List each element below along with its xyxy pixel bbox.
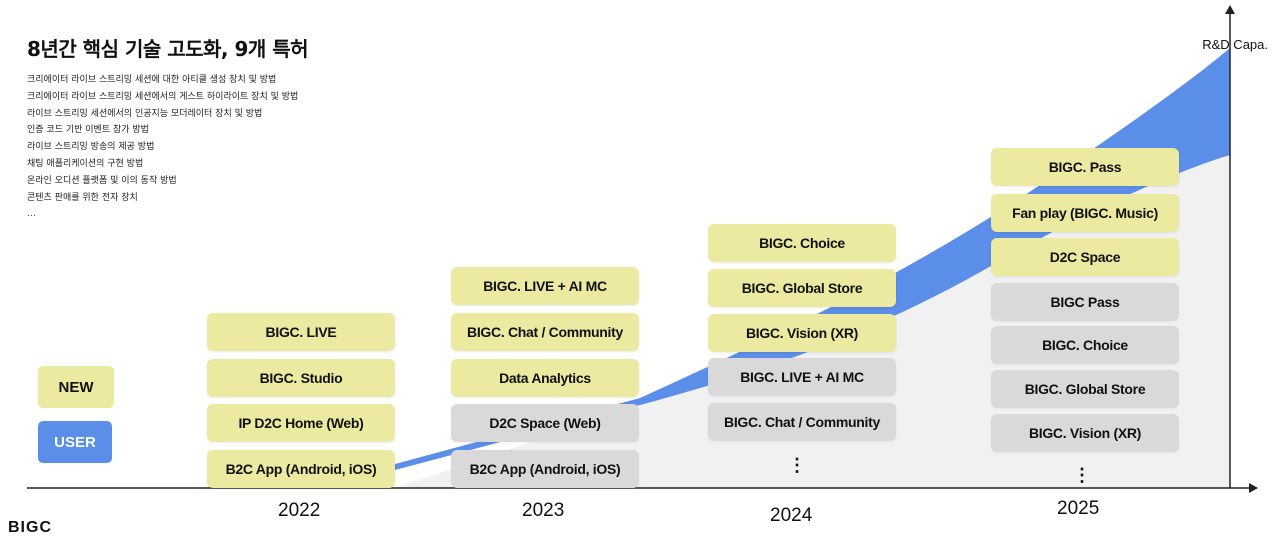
feature-box-new: Fan play (BIGC. Music) bbox=[991, 194, 1179, 232]
page-title: 8년간 핵심 기술 고도화, 9개 특허 bbox=[27, 37, 309, 61]
patent-item: 라이브 스트리밍 방송의 제공 방법 bbox=[27, 142, 155, 153]
feature-box-new: Data Analytics bbox=[451, 359, 639, 397]
patent-item: 크리에이터 라이브 스트리밍 세션에 대한 아티클 생성 장치 및 방법 bbox=[27, 75, 277, 85]
brand-logo-text: BIGC bbox=[8, 519, 52, 536]
more-items-indicator: ⋮ bbox=[1073, 465, 1091, 485]
year-label-2024: 2024 bbox=[770, 505, 813, 526]
legend-new: NEW bbox=[38, 366, 114, 408]
feature-box-new: IP D2C Home (Web) bbox=[207, 404, 395, 442]
year-label-2023: 2023 bbox=[522, 500, 565, 521]
feature-box-existing: BIGC. Choice bbox=[991, 326, 1179, 364]
feature-box-new: BIGC. Chat / Community bbox=[451, 313, 639, 351]
feature-box-new: BIGC. Global Store bbox=[708, 269, 896, 307]
feature-box-existing: BIGC. Chat / Community bbox=[708, 403, 896, 441]
feature-box-new: BIGC. Pass bbox=[991, 148, 1179, 186]
patent-item: 채팅 애플리케이션의 구현 방법 bbox=[27, 158, 144, 169]
patent-item: 온라인 오디션 플랫폼 및 이의 동작 방법 bbox=[27, 175, 177, 186]
y-axis-arrow bbox=[1225, 5, 1235, 14]
legend-user: USER bbox=[38, 421, 112, 463]
feature-box-new: BIGC. LIVE + AI MC bbox=[451, 267, 639, 305]
patent-item: 콘텐츠 판매를 위한 전자 장치 bbox=[27, 192, 138, 203]
feature-box-new: BIGC. Vision (XR) bbox=[708, 314, 896, 352]
year-label-2022: 2022 bbox=[278, 500, 321, 521]
more-items-indicator: ⋮ bbox=[788, 455, 806, 475]
feature-box-new: BIGC. LIVE bbox=[207, 313, 395, 351]
feature-box-new: B2C App (Android, iOS) bbox=[207, 450, 395, 488]
feature-box-existing: BIGC Pass bbox=[991, 283, 1179, 321]
x-axis-arrow bbox=[1249, 483, 1258, 493]
patent-list: 크리에이터 라이브 스트리밍 세션에 대한 아티클 생성 장치 및 방법 크리에… bbox=[27, 72, 298, 223]
feature-box-existing: BIGC. Vision (XR) bbox=[991, 414, 1179, 452]
feature-box-existing: BIGC. Global Store bbox=[991, 370, 1179, 408]
patent-more: … bbox=[27, 209, 36, 220]
patent-item: 인증 코드 기반 이벤트 참가 방법 bbox=[27, 125, 149, 136]
feature-box-new: BIGC. Studio bbox=[207, 359, 395, 397]
feature-box-new: BIGC. Choice bbox=[708, 224, 896, 262]
patent-item: 크리에이터 라이브 스트리밍 세션에서의 게스트 하이라이트 장치 및 방법 bbox=[27, 91, 299, 102]
feature-box-new: D2C Space bbox=[991, 238, 1179, 276]
y-axis-label: R&D Capa. bbox=[1202, 37, 1268, 52]
feature-box-existing: D2C Space (Web) bbox=[451, 404, 639, 442]
year-label-2025: 2025 bbox=[1057, 498, 1100, 519]
feature-box-existing: BIGC. LIVE + AI MC bbox=[708, 358, 896, 396]
patent-item: 라이브 스트리밍 세션에서의 인공지능 모더레이터 장치 및 방법 bbox=[27, 108, 263, 119]
feature-box-existing: B2C App (Android, iOS) bbox=[451, 450, 639, 488]
